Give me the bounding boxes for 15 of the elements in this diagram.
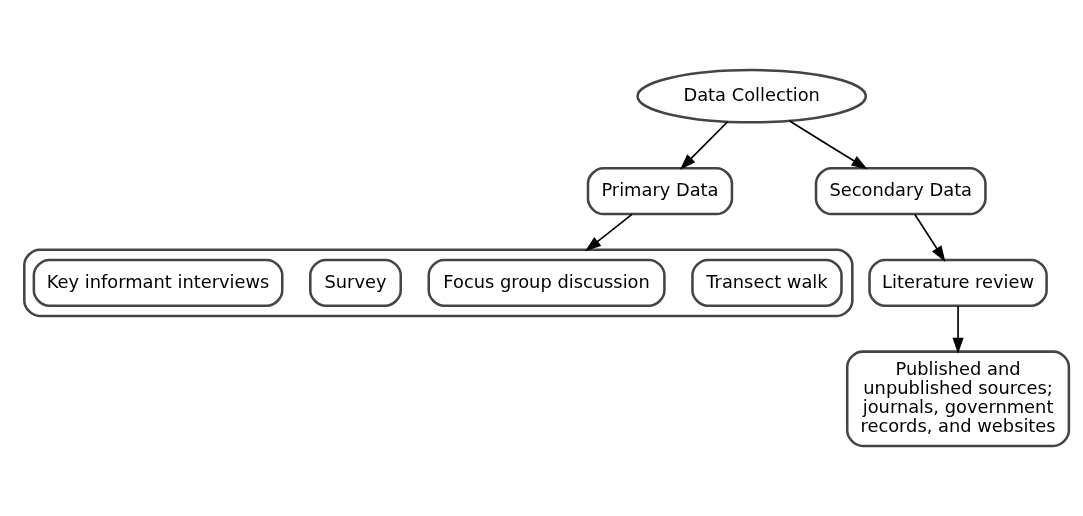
node-box: Primary Data [586,166,734,216]
arrow [788,120,868,170]
cluster [23,248,854,318]
node-box: Key informant interviews [32,258,284,308]
node-box: Survey [309,258,402,308]
node-box: Focus group discussion [427,258,666,308]
node-ellipse: Data Collection [636,68,868,124]
node-box: Transect walk [691,258,843,308]
arrow [952,305,964,354]
node-box: Published and unpublished sources; journals, government records, and websites [845,350,1071,448]
node-box: Secondary Data [814,166,987,216]
arrow [914,213,946,262]
arrow [585,213,633,252]
arrow [679,120,729,170]
node-box: Literature review [868,258,1048,308]
